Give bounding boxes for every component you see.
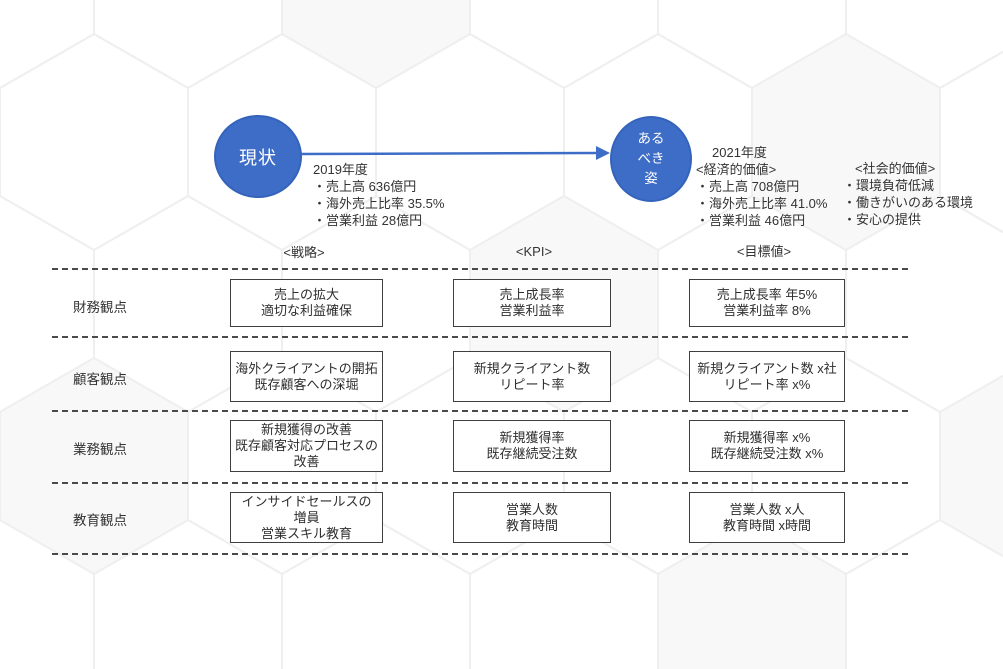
current-state-circle: 現状 [214, 115, 302, 198]
row-label-education: 教育観点 [73, 513, 127, 528]
dashed-divider [52, 553, 908, 555]
customer-strategy-box: 海外クライアントの開拓 既存顧客への深堀 [230, 351, 383, 402]
current-state-details: 2019年度 ・売上高 636億円 ・海外売上比率 35.5% ・営業利益 28… [313, 161, 444, 229]
social-bullet-environment: ・環境負荷低減 [843, 178, 935, 193]
economic-bullet-sales: ・売上高 708億円 [696, 179, 800, 194]
dashed-divider [52, 410, 908, 412]
operations-target-box: 新規獲得率 x% 既存継続受注数 x% [689, 420, 845, 472]
education-target-box: 営業人数 x人 教育時間 x時間 [689, 492, 845, 543]
social-value-details: <社会的価値> ・環境負荷低減 ・働きがいのある環境 ・安心の提供 [843, 160, 973, 228]
current-bullet-overseas: ・海外売上比率 35.5% [313, 196, 445, 211]
current-bullet-profit: ・営業利益 28億円 [313, 213, 423, 228]
social-value-title: <社会的価値> [855, 161, 936, 176]
column-header-kpi: <KPI> [515, 244, 553, 259]
current-year: 2019年度 [313, 162, 368, 177]
column-header-strategy: <戦略> [283, 245, 325, 260]
financial-kpi-box: 売上成長率 営業利益率 [453, 279, 611, 327]
education-strategy-box: インサイドセールスの 増員 営業スキル教育 [230, 492, 383, 543]
economic-value-details: 2021年度 <経済的価値> ・売上高 708億円 ・海外売上比率 41.0% … [696, 144, 827, 229]
financial-target-box: 売上成長率 年5% 営業利益率 8% [689, 279, 845, 327]
customer-kpi-box: 新規クライアント数 リピート率 [453, 351, 611, 402]
current-state-label: 現状 [239, 147, 277, 168]
financial-strategy-box: 売上の拡大 適切な利益確保 [230, 279, 383, 327]
arrow-shaft [300, 151, 599, 156]
dashed-divider [52, 482, 908, 484]
row-label-customer: 顧客観点 [73, 372, 127, 387]
dashed-divider [52, 336, 908, 338]
social-bullet-worklife: ・働きがいのある環境 [843, 195, 974, 210]
customer-target-box: 新規クライアント数 x社 リピート率 x% [689, 351, 845, 402]
economic-bullet-profit: ・営業利益 46億円 [696, 213, 806, 228]
arrow-head-icon [596, 146, 610, 160]
economic-value-title: <経済的価値> [696, 162, 777, 177]
current-bullet-sales: ・売上高 636億円 [313, 179, 417, 194]
column-header-target: <目標値> [736, 244, 792, 259]
operations-kpi-box: 新規獲得率 既存継続受注数 [453, 420, 611, 472]
education-kpi-box: 営業人数 教育時間 [453, 492, 611, 543]
ideal-state-circle: ある べき 姿 [610, 116, 692, 202]
row-label-financial: 財務観点 [73, 300, 127, 315]
economic-bullet-overseas: ・海外売上比率 41.0% [696, 196, 828, 211]
ideal-year: 2021年度 [712, 145, 767, 160]
social-bullet-safety: ・安心の提供 [843, 212, 922, 227]
row-label-operations: 業務観点 [73, 442, 127, 457]
ideal-state-label: ある べき 姿 [637, 130, 665, 187]
dashed-divider [52, 268, 908, 270]
operations-strategy-box: 新規獲得の改善 既存顧客対応プロセスの 改善 [230, 420, 383, 472]
